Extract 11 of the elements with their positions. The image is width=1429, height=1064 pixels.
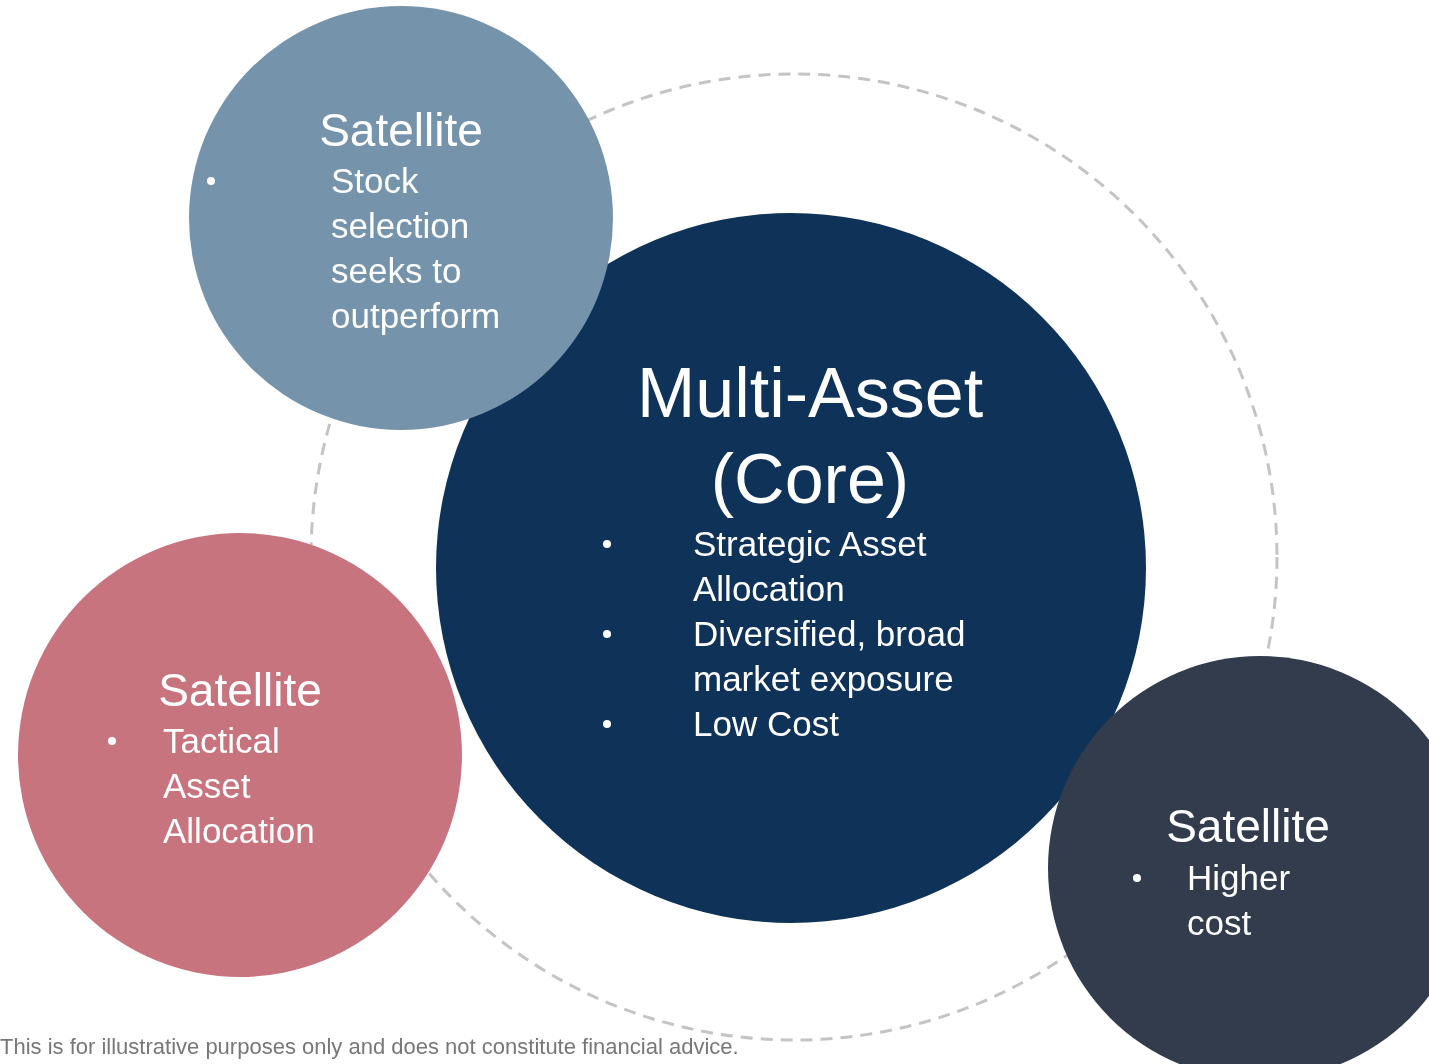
- caption: This is for illustrative purposes only and does not constitute financial advice.: [0, 1034, 739, 1060]
- bullet-text: Higher cost: [1187, 857, 1292, 944]
- bullet-text: Stock selection seeks to outperform: [331, 160, 502, 337]
- circle-heading: Satellite: [319, 103, 483, 158]
- bullet-text: Tactical Asset Allocation: [163, 720, 316, 852]
- circle-heading: Satellite: [1166, 799, 1330, 854]
- bullet-text: Low Cost: [693, 703, 840, 745]
- circle-heading: Satellite: [158, 663, 322, 718]
- bullet-text: Diversified, broad market exposure: [693, 613, 967, 700]
- bullet-text: Strategic Asset Allocation: [693, 523, 928, 610]
- circle-heading: Multi-Asset (Core): [635, 353, 985, 520]
